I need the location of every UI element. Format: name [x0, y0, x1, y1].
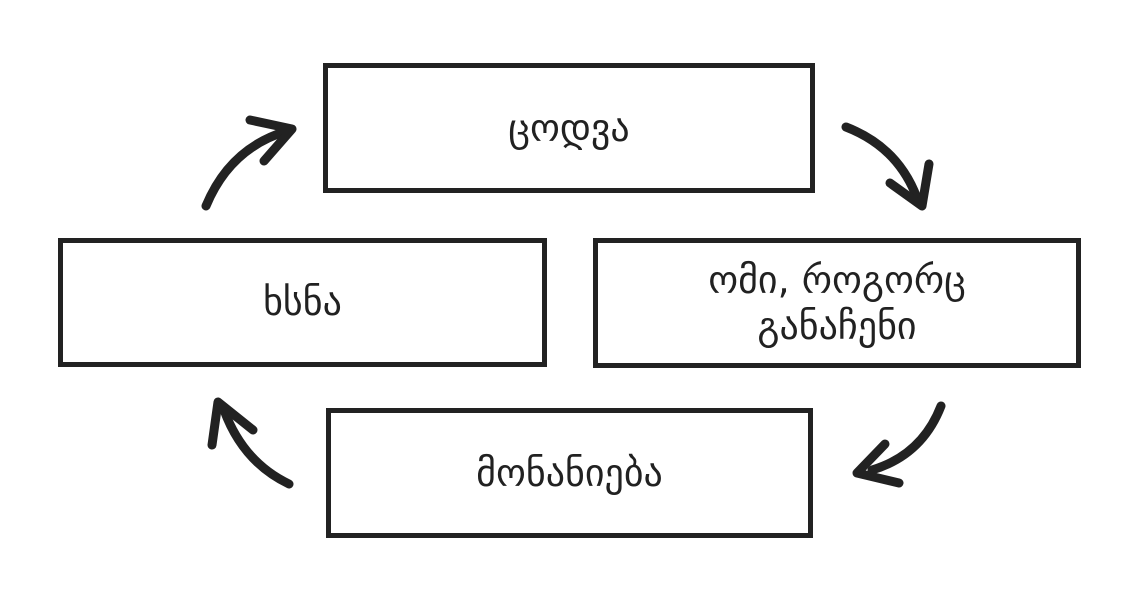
node-repentance: მონანიება [326, 408, 813, 538]
node-repentance-label: მონანიება [476, 450, 663, 495]
arrow-top-to-right-icon [841, 122, 934, 211]
node-war-as-judgment: ომი, როგორც განაჩენი [593, 238, 1081, 368]
node-salvation-label: ხსნა [263, 280, 342, 325]
arrow-right-to-bottom-icon [852, 401, 946, 488]
arrow-bottom-to-left-icon [207, 397, 294, 489]
node-war-as-judgment-label: ომი, როგორც განაჩენი [708, 257, 966, 348]
arrow-left-to-top-icon [201, 115, 297, 211]
node-sin-label: ცოდვა [508, 105, 630, 150]
node-sin: ცოდვა [323, 63, 815, 193]
node-salvation: ხსნა [58, 238, 547, 367]
